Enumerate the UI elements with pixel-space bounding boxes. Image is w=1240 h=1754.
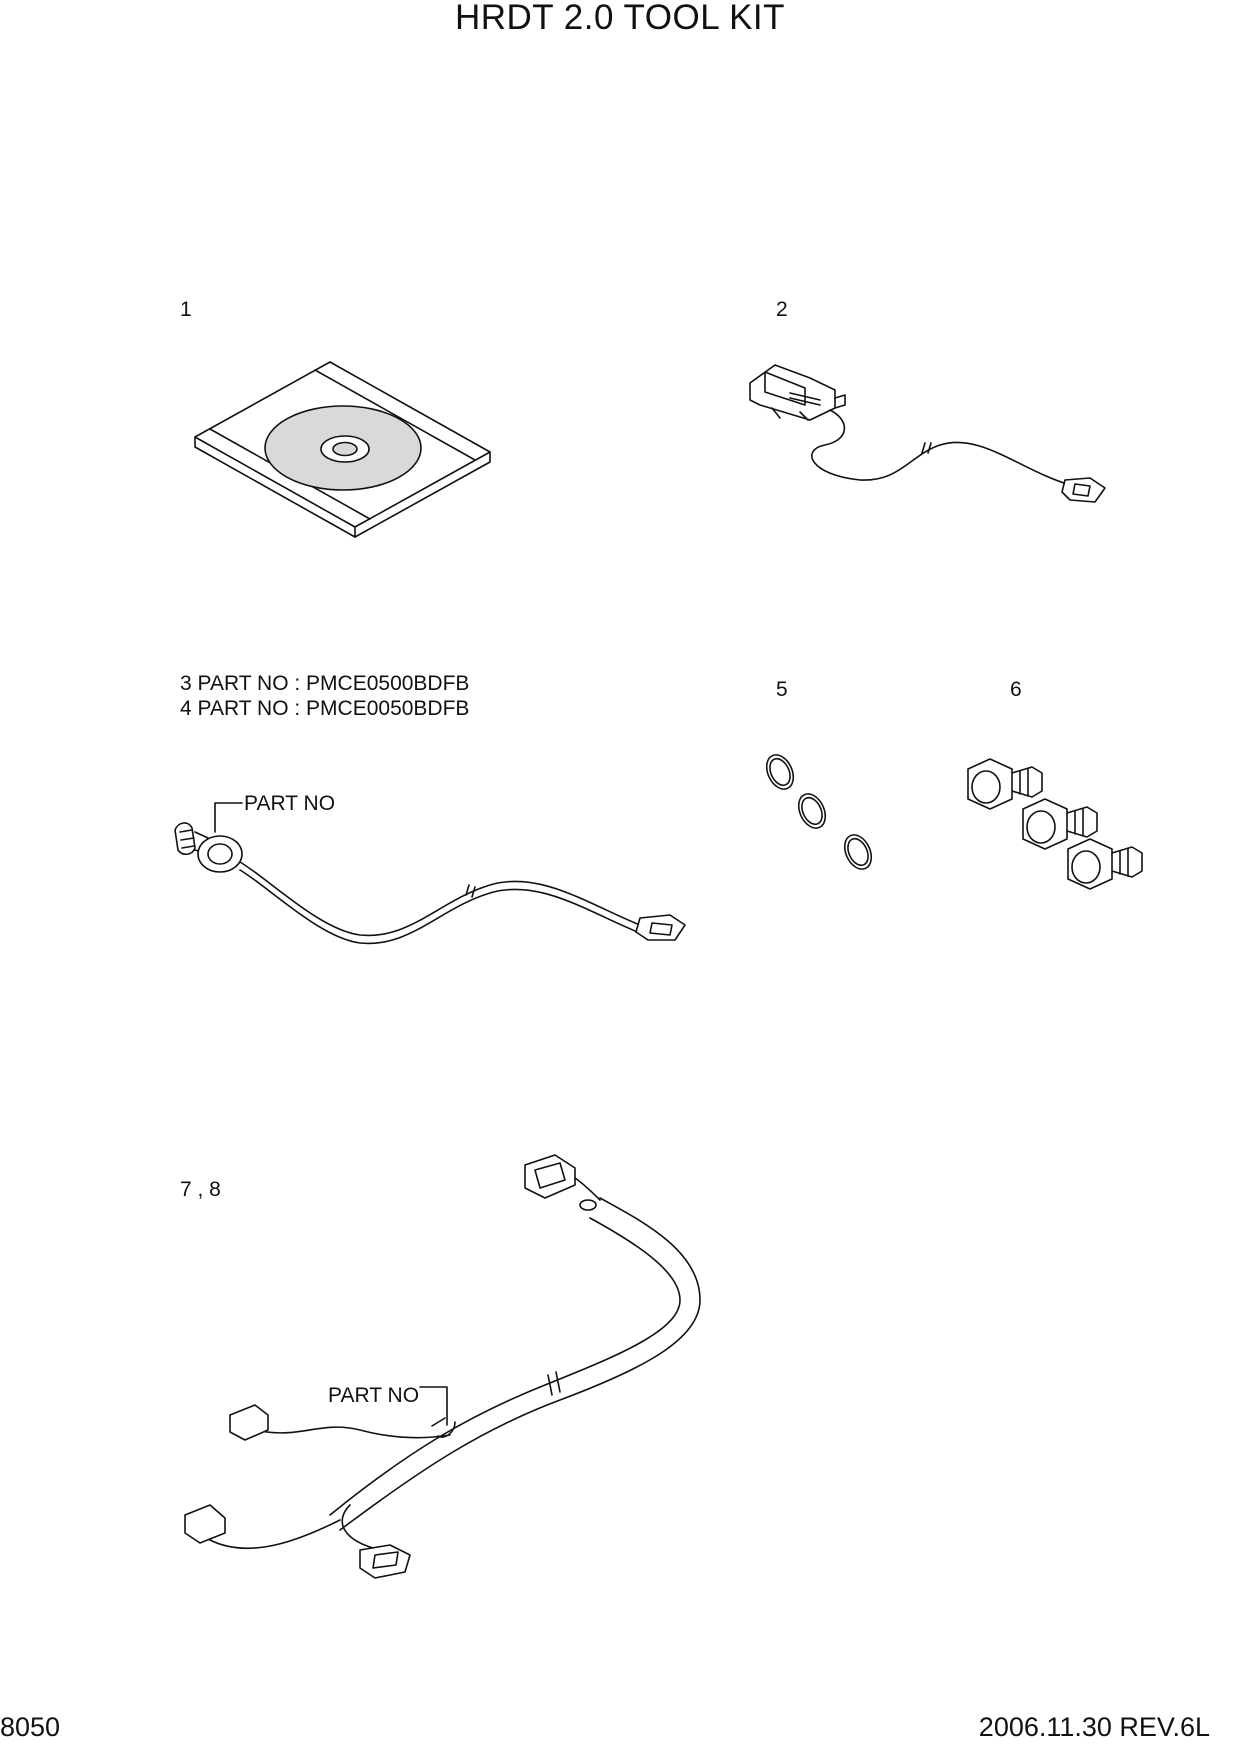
page-title: HRDT 2.0 TOOL KIT [454,0,786,37]
callout-item-6: 6 [1010,678,1022,701]
page-number: 8050 [0,1712,61,1742]
sensor-cable-illustration [174,802,686,945]
callout-item-2: 2 [776,298,788,321]
part-number-line-3: 3 PART NO : PMCE0500BDFB [180,672,470,695]
wiring-harness-illustration [184,1154,701,1579]
callout-item-5: 5 [776,678,788,701]
part-number-line-4: 4 PART NO : PMCE0050BDFB [180,697,470,720]
sensor-part-no-label: PART NO [244,792,336,815]
serial-cable-illustration [749,364,1106,503]
harness-part-no-label: PART NO [328,1384,420,1407]
adapters-illustration [967,758,1143,890]
callout-item-7-8: 7 , 8 [180,1178,221,1201]
date-revision: 2006.11.30 REV.6L [978,1712,1210,1742]
callout-item-1: 1 [180,298,192,321]
o-rings-illustration [765,754,873,870]
cd-case-illustration [194,361,491,538]
